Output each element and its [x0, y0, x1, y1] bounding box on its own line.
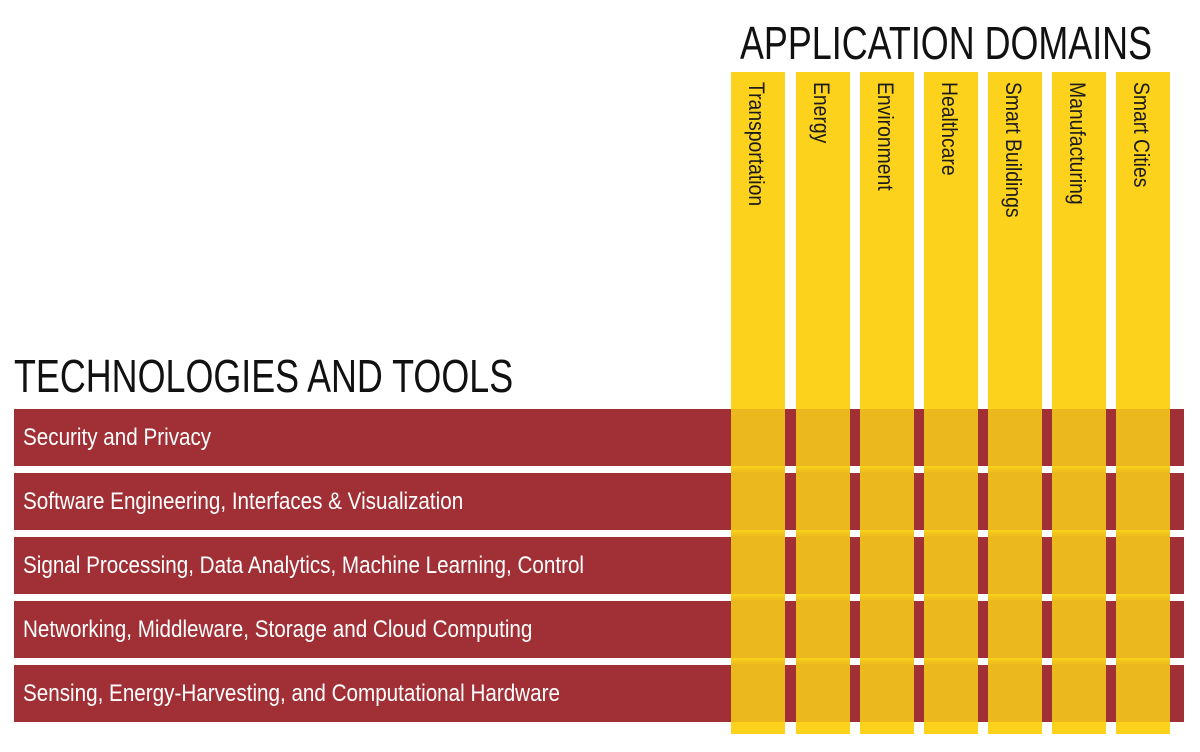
domain-label: Transportation: [744, 82, 769, 207]
domain-label: Manufacturing: [1065, 82, 1090, 205]
domain-column: Manufacturing: [1052, 72, 1106, 734]
technology-label: Signal Processing, Data Analytics, Machi…: [23, 552, 585, 579]
domain-column: Smart Buildings: [988, 72, 1042, 734]
domain-label: Smart Buildings: [1001, 82, 1026, 218]
application-domains-title: APPLICATION DOMAINS: [740, 17, 1153, 69]
domain-label: Healthcare: [937, 82, 962, 176]
domain-column: Smart Cities: [1116, 72, 1170, 734]
domain-column: Healthcare: [924, 72, 978, 734]
domain-column: Transportation: [731, 72, 785, 734]
domain-label: Environment: [873, 82, 898, 191]
technology-label: Sensing, Energy-Harvesting, and Computat…: [23, 680, 560, 707]
domain-label: Energy: [809, 82, 834, 144]
technology-label: Software Engineering, Interfaces & Visua…: [23, 488, 464, 515]
technology-label: Security and Privacy: [23, 424, 212, 451]
domain-column: Environment: [860, 72, 914, 734]
domain-label: Smart Cities: [1129, 82, 1154, 188]
domain-column: Energy: [796, 72, 850, 734]
technology-label: Networking, Middleware, Storage and Clou…: [23, 616, 533, 643]
technologies-and-tools-title: TECHNOLOGIES AND TOOLS: [14, 350, 514, 402]
